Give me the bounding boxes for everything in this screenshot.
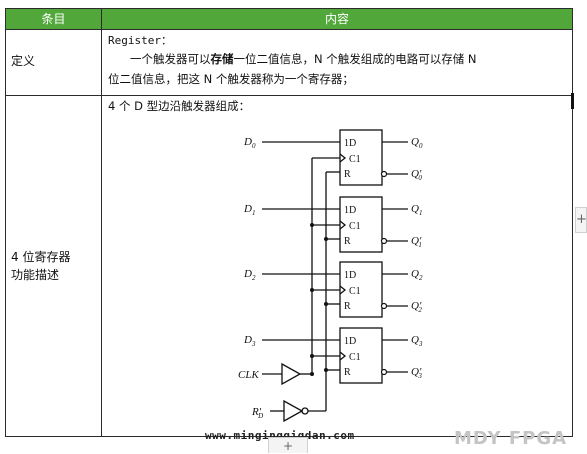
- register-word: Register：: [108, 34, 172, 47]
- definition-line-1: 一个触发器可以存储一位二值信息，N 个触发组成的电路可以存储 N: [130, 52, 477, 66]
- text-cursor: [571, 93, 574, 109]
- header-divider: [6, 29, 572, 30]
- row-definition-label: 定义: [11, 54, 36, 68]
- side-expand-button[interactable]: +: [575, 207, 587, 233]
- content-table: 条目 内容 定义 Register： 一个触发器可以存储一位二值信息，N 个触发…: [5, 8, 573, 437]
- header-item: 条目: [41, 12, 66, 26]
- watermark: MDY FPGA: [454, 428, 568, 449]
- row-function-label-2: 功能描述: [11, 268, 60, 282]
- bottom-expand-button[interactable]: +: [268, 437, 308, 453]
- row-function-label-1: 4 位寄存器: [11, 250, 71, 264]
- table-header: 条目 内容: [6, 9, 572, 29]
- row-divider: [6, 95, 572, 96]
- function-intro: 4 个 D 型边沿触发器组成：: [108, 99, 251, 113]
- site-url: www.mingingqigdan.com: [205, 429, 355, 442]
- definition-line-2: 位二值信息，把这 N 个触发器称为一个寄存器；: [108, 72, 354, 86]
- header-content: 内容: [324, 12, 349, 26]
- column-divider: [101, 9, 102, 436]
